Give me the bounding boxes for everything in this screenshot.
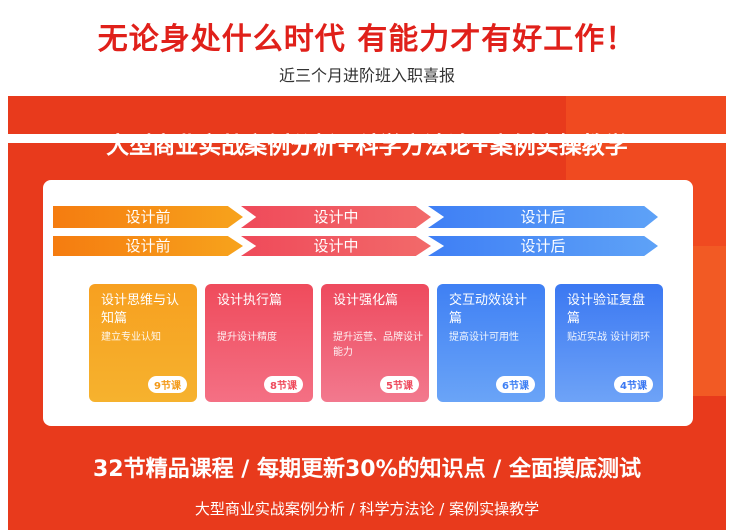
module-title: 设计思维与认知篇 xyxy=(101,293,180,326)
phase-during: 设计中 xyxy=(241,206,431,228)
course-panel: 大型商业实战案例分析+科学方法论+案例实操教学 设计前 设计中 设计后 设计前 … xyxy=(8,96,726,530)
lesson-count-badge: 8节课 xyxy=(264,376,303,393)
module-title: 设计强化篇 xyxy=(333,293,399,308)
module-desc: 贴近实战 设计闭环 xyxy=(567,332,651,343)
phase-after: 设计后 xyxy=(428,206,658,228)
footer-title: 32节精品课程 / 每期更新30%的知识点 / 全面摸底测试 xyxy=(93,457,641,482)
divider-strip xyxy=(0,134,734,143)
lesson-count-badge: 4节课 xyxy=(614,376,653,393)
module-title: 交互动效设计篇 xyxy=(449,293,528,326)
lesson-count-badge: 6节课 xyxy=(496,376,535,393)
course-card: 设计前 设计中 设计后 设计前 设计中 设计后 设计思维与认知篇 建立专业认知 … xyxy=(43,180,693,426)
module-title: 设计执行篇 xyxy=(217,293,283,308)
module-desc: 提高设计可用性 xyxy=(449,332,519,343)
module-card-thinking[interactable]: 设计思维与认知篇 建立专业认知 9节课 xyxy=(89,284,197,402)
footer-subtitle: 大型商业实战案例分析 / 科学方法论 / 案例实操教学 xyxy=(194,500,540,518)
phase-before-echo: 设计前 xyxy=(53,236,243,256)
module-desc: 提升运营、品牌设计能力 xyxy=(333,332,423,358)
page-title: 无论身处什么时代 有能力才有好工作！ xyxy=(97,22,637,57)
phase-after-echo: 设计后 xyxy=(428,236,658,256)
lesson-count-badge: 9节课 xyxy=(148,376,187,393)
module-title: 设计验证复盘篇 xyxy=(567,293,646,326)
header: 无论身处什么时代 有能力才有好工作！ 近三个月进阶班入职喜报 xyxy=(0,0,734,96)
panel-title: 大型商业实战案例分析+科学方法论+案例实操教学 xyxy=(106,133,628,159)
module-card-validation[interactable]: 设计验证复盘篇 贴近实战 设计闭环 4节课 xyxy=(555,284,663,402)
lesson-count-badge: 5节课 xyxy=(380,376,419,393)
phase-during-echo: 设计中 xyxy=(241,236,431,256)
module-desc: 建立专业认知 xyxy=(101,332,161,343)
phase-before: 设计前 xyxy=(53,206,243,228)
page-subtitle: 近三个月进阶班入职喜报 xyxy=(278,66,455,85)
module-card-execution[interactable]: 设计执行篇 提升设计精度 8节课 xyxy=(205,284,313,402)
module-card-enhance[interactable]: 设计强化篇 提升运营、品牌设计能力 5节课 xyxy=(321,284,429,402)
module-desc: 提升设计精度 xyxy=(217,332,277,343)
module-card-interaction[interactable]: 交互动效设计篇 提高设计可用性 6节课 xyxy=(437,284,545,402)
